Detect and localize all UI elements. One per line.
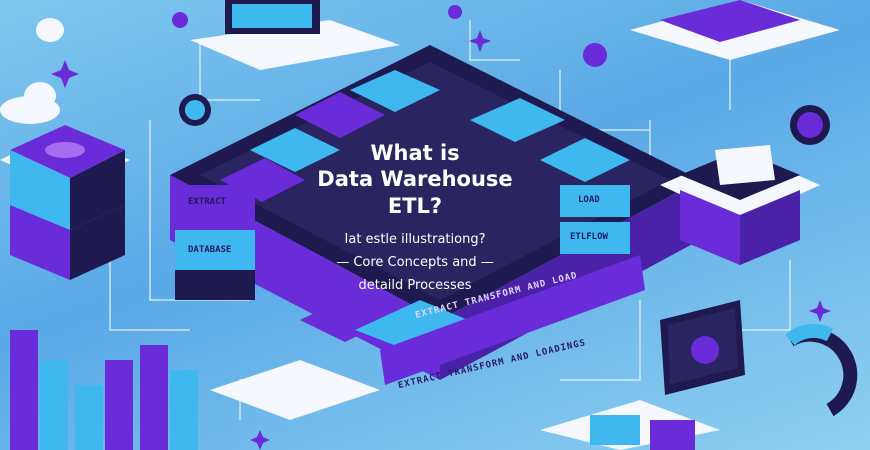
bottom-platforms	[210, 360, 720, 450]
right-data-blocks	[560, 185, 630, 254]
decorative-nodes	[172, 5, 830, 145]
block-label-left-bottom: DATABASE	[188, 245, 232, 255]
block-label-left-top: EXTRACT	[188, 197, 226, 207]
etl-banner	[380, 255, 645, 385]
block-label-right-top: LOAD	[578, 195, 600, 205]
subtitle-line-1: Iat estle illustrationg?	[344, 232, 486, 247]
top-right-server	[630, 0, 840, 60]
sparkle-icons	[51, 30, 831, 450]
title-block: What is Data Warehouse ETL? Iat estle il…	[300, 140, 530, 297]
left-data-blocks	[175, 185, 255, 300]
left-server-rack	[0, 125, 130, 280]
block-label-right-bottom: ETLFLOW	[570, 232, 608, 242]
top-monitor-platform	[190, 0, 400, 70]
title-line-3: ETL?	[387, 194, 443, 218]
subtitle-line-3: detaild Processes	[358, 278, 472, 293]
title-line-1: What is	[370, 141, 460, 165]
bar-chart-graphic	[10, 330, 198, 450]
cloud-icon	[0, 18, 64, 124]
subtitle-line-2: — Core Concepts and —	[336, 255, 494, 270]
lower-right-monitor	[660, 300, 858, 417]
right-document-server	[660, 145, 820, 265]
title-line-2: Data Warehouse	[317, 167, 513, 191]
